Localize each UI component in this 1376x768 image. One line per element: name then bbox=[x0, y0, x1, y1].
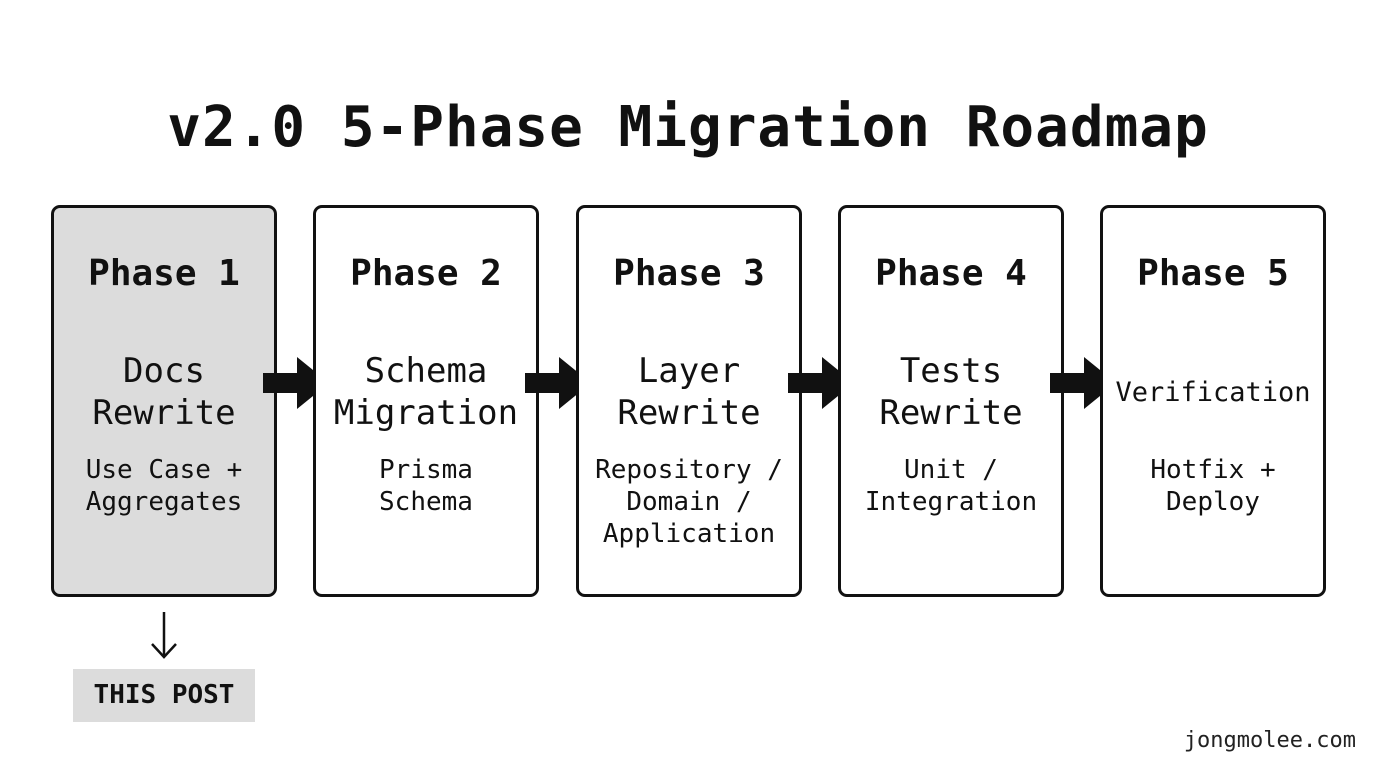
phase-4-label: Phase 4 bbox=[875, 253, 1027, 294]
site-watermark: jongmolee.com bbox=[1183, 728, 1356, 753]
phase-5-box: Phase 5 Verification Hotfix + Deploy bbox=[1100, 205, 1326, 597]
phase-1-detail: Use Case + Aggregates bbox=[85, 455, 243, 517]
phase-1-label: Phase 1 bbox=[88, 253, 240, 294]
arrow-right-icon bbox=[788, 357, 854, 409]
phase-2-box: Phase 2 Schema Migration Prisma Schema bbox=[313, 205, 539, 597]
phase-5-detail: Hotfix + Deploy bbox=[1150, 455, 1276, 517]
arrow-right-icon bbox=[263, 357, 329, 409]
phase-4-box: Phase 4 Tests Rewrite Unit / Integration bbox=[838, 205, 1064, 597]
arrow-down-icon bbox=[151, 612, 177, 659]
phase-3-detail: Repository / Domain / Application bbox=[595, 455, 783, 549]
phase-3-label: Phase 3 bbox=[613, 253, 765, 294]
phase-5-label: Phase 5 bbox=[1137, 253, 1289, 294]
phase-2-name: Schema Migration bbox=[333, 351, 519, 433]
phase-1-box: Phase 1 Docs Rewrite Use Case + Aggregat… bbox=[51, 205, 277, 597]
phase-4-name: Tests Rewrite bbox=[879, 351, 1023, 433]
phase-2-label: Phase 2 bbox=[350, 253, 502, 294]
diagram-title: v2.0 5-Phase Migration Roadmap bbox=[167, 95, 1209, 160]
phase-5-name: Verification bbox=[1115, 377, 1311, 408]
this-post-badge: THIS POST bbox=[73, 669, 255, 722]
phase-3-name: Layer Rewrite bbox=[617, 351, 761, 433]
arrow-right-icon bbox=[1050, 357, 1116, 409]
phase-1-name: Docs Rewrite bbox=[92, 351, 236, 433]
phase-2-detail: Prisma Schema bbox=[379, 455, 473, 517]
phase-3-box: Phase 3 Layer Rewrite Repository / Domai… bbox=[576, 205, 802, 597]
arrow-right-icon bbox=[525, 357, 591, 409]
phase-4-detail: Unit / Integration bbox=[864, 455, 1038, 517]
